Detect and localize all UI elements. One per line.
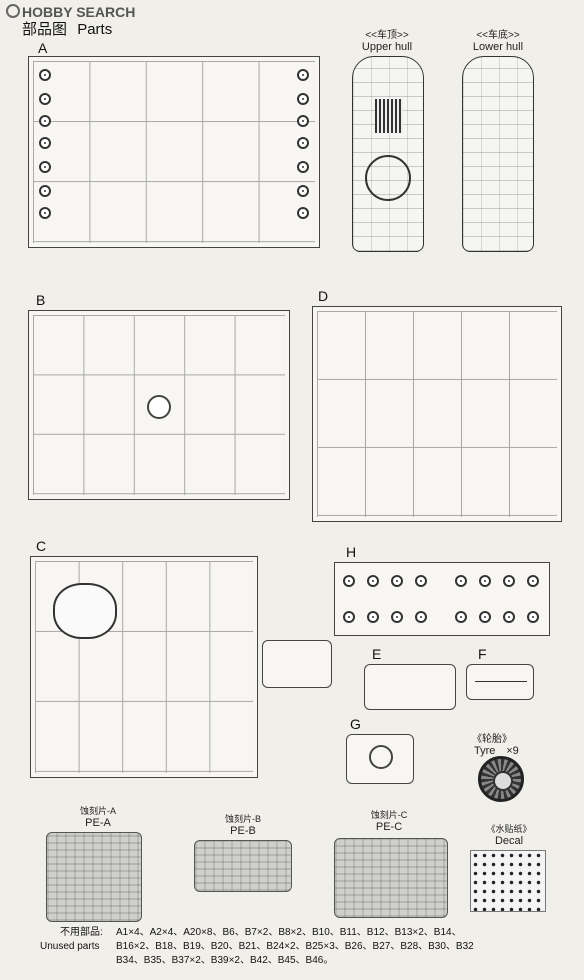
wheel-part bbox=[503, 575, 515, 587]
section-label-a: A bbox=[38, 40, 48, 56]
section-label-e: E bbox=[372, 646, 382, 662]
wheel-part bbox=[39, 93, 51, 105]
section-label-c: C bbox=[36, 538, 47, 554]
unused-parts-labels: 不用部品: Unused parts bbox=[40, 927, 103, 952]
wheel-part bbox=[415, 611, 427, 623]
wheel-part bbox=[503, 611, 515, 623]
pe-a-label: 蚀刻片-A PE-A bbox=[79, 806, 116, 829]
wheel-part bbox=[479, 611, 491, 623]
wheel-part bbox=[39, 207, 51, 219]
wheel-part bbox=[367, 575, 379, 587]
ring-part bbox=[369, 745, 393, 769]
pe-b-sheet bbox=[194, 840, 292, 892]
upper-hull-drawing bbox=[352, 56, 424, 252]
pe-c-label: 蚀刻片-C PE-C bbox=[370, 810, 408, 833]
wheel-part bbox=[39, 115, 51, 127]
wheel-part bbox=[297, 207, 309, 219]
turret-ring bbox=[365, 155, 411, 201]
wheel-part bbox=[297, 161, 309, 173]
upper-hull-label: <<车顶>> Upper hull bbox=[361, 30, 413, 53]
section-label-h: H bbox=[346, 544, 357, 560]
section-label-b: B bbox=[36, 292, 46, 308]
sprue-e bbox=[364, 664, 456, 710]
wheel-part bbox=[297, 185, 309, 197]
turret-part bbox=[53, 583, 117, 639]
section-label-f: F bbox=[478, 646, 487, 662]
wheel-part bbox=[527, 575, 539, 587]
lower-hull-label: <<车底>> Lower hull bbox=[472, 30, 524, 53]
unused-parts-list: A1×4、A2×4、A20×8、B6、B7×2、B8×2、B10、B11、B12… bbox=[116, 927, 474, 966]
wheel-part bbox=[297, 137, 309, 149]
wheel-part bbox=[39, 185, 51, 197]
logo-icon bbox=[6, 4, 20, 18]
wheel-part bbox=[391, 575, 403, 587]
sprue-d-frame bbox=[317, 311, 557, 517]
page-title: 部品图 Parts bbox=[22, 21, 113, 38]
decal-label: 《水贴纸》 Decal bbox=[486, 824, 532, 847]
wheel-part bbox=[415, 575, 427, 587]
sprue-d bbox=[312, 306, 562, 522]
wheel-part bbox=[297, 115, 309, 127]
sprue-a-frame bbox=[33, 61, 315, 243]
wheel-part bbox=[455, 575, 467, 587]
section-label-g: G bbox=[350, 716, 361, 732]
wheel-part bbox=[297, 93, 309, 105]
wheel-part bbox=[367, 611, 379, 623]
decal-sheet bbox=[470, 850, 546, 912]
pe-c-sheet bbox=[334, 838, 448, 918]
hull-grille bbox=[375, 99, 403, 133]
sprue-c-turret-extra bbox=[262, 640, 332, 688]
sprue-g bbox=[346, 734, 414, 784]
wheel-part bbox=[479, 575, 491, 587]
tyre-label: 《轮胎》 Tyre ×9 bbox=[466, 730, 556, 757]
wheel-part bbox=[297, 69, 309, 81]
pe-a-sheet bbox=[46, 832, 142, 922]
wheel-part bbox=[343, 611, 355, 623]
sprue-b bbox=[28, 310, 290, 500]
tyre-label-line: Tyre ×9 bbox=[474, 745, 519, 757]
wheel-part bbox=[39, 137, 51, 149]
sprue-c bbox=[30, 556, 258, 778]
wheel-part bbox=[455, 611, 467, 623]
section-label-d: D bbox=[318, 288, 329, 304]
wheel-part bbox=[527, 611, 539, 623]
wheel-part bbox=[39, 69, 51, 81]
tyre-icon bbox=[478, 756, 524, 802]
sprue-f bbox=[466, 664, 534, 700]
pe-b-label: 蚀刻片-B PE-B bbox=[224, 814, 261, 837]
wheel-part bbox=[391, 611, 403, 623]
sprue-a bbox=[28, 56, 320, 248]
sprue-b-hub bbox=[147, 395, 171, 419]
antenna-part bbox=[475, 681, 527, 682]
lower-hull-drawing bbox=[462, 56, 534, 252]
sprue-h bbox=[334, 562, 550, 636]
wheel-part bbox=[343, 575, 355, 587]
wheel-part bbox=[39, 161, 51, 173]
logo: HOBBY SEARCH bbox=[6, 4, 135, 20]
